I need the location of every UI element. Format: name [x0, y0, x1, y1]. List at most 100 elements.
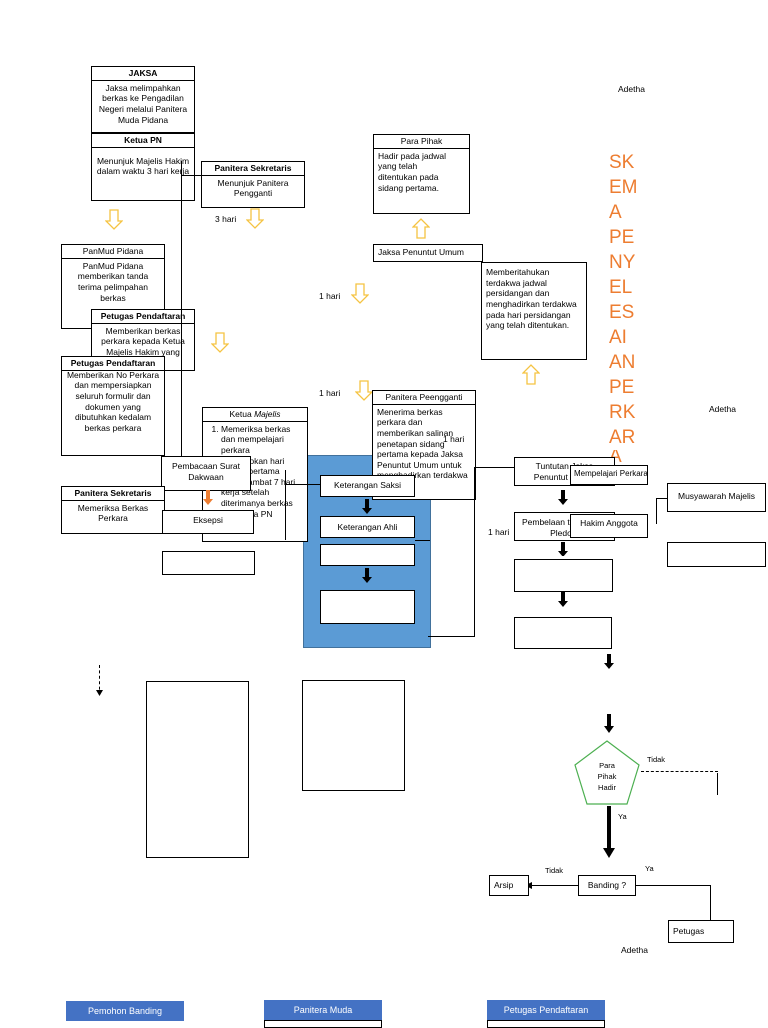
hollow-arrow-icon	[351, 283, 369, 304]
hollow-arrow-icon	[211, 332, 229, 353]
duration-label: 1 hari	[443, 434, 465, 444]
ketua-majelis-item: Memeriksa berkas dan mempelajari perkara	[221, 424, 303, 456]
ketua-majelis-header: Ketua Majelis	[203, 408, 307, 422]
solid-arrow-icon	[604, 654, 614, 669]
title-part: SK	[609, 152, 635, 173]
panitera-sekretaris-text: Menunjuk Panitera Pengganti	[217, 177, 289, 199]
empty-box	[667, 542, 766, 567]
solid-arrow-icon	[362, 568, 372, 583]
para-pihak-header: Para Pihak	[374, 135, 469, 149]
petugas-pendaftaran-box: Petugas Pendaftaran Memberikan No Perkar…	[61, 356, 165, 456]
solid-arrow-icon	[604, 714, 614, 733]
title-part: AN	[609, 352, 636, 373]
title-part: PE	[609, 227, 635, 248]
mempelajari-text: Mempelajari Perkara	[574, 469, 648, 478]
mempelajari-box: Mempelajari Perkara	[570, 465, 648, 485]
title-part: NY	[609, 252, 636, 273]
panmud-header: PanMud Pidana	[62, 245, 164, 259]
connector-line	[181, 161, 182, 456]
hollow-arrow-icon	[355, 380, 373, 401]
title-part: A	[609, 202, 622, 223]
panmud-text: PanMud Pidana memberikan tanda terima pe…	[77, 260, 149, 303]
empty-box	[514, 559, 613, 592]
title-part: ES	[609, 302, 635, 323]
keterangan-saksi-box: Keterangan Saksi	[320, 475, 415, 497]
panitera-pengganti-text: Menerima berkas perkara dan memberikan s…	[377, 406, 468, 481]
empty-box	[320, 544, 415, 566]
no-label: Tidak	[647, 755, 666, 764]
empty-box	[320, 590, 415, 624]
petugas-pendaftaran-header: Petugas Pendaftaran	[92, 310, 194, 324]
keterangan-ahli-box: Keterangan Ahli	[320, 516, 415, 538]
connector-line	[717, 773, 718, 795]
empty-box	[302, 680, 405, 791]
solid-arrow-icon	[558, 592, 568, 607]
panitera-muda-header: Panitera Muda	[264, 1000, 382, 1020]
hakim-anggota-text: Hakim Anggota	[580, 518, 638, 528]
para-pihak-text: Hadir pada jadwal yang telah ditentukan …	[378, 150, 447, 193]
duration-label: 1 hari	[319, 291, 341, 301]
title-part: AR	[609, 427, 636, 448]
panitera-pengganti-header: Panitera Peengganti	[373, 391, 475, 405]
empty-box	[162, 551, 255, 575]
title-part: RK	[609, 402, 636, 423]
petugas-box: Petugas	[668, 920, 734, 943]
panitera-sekretaris-header: Panitera Sekretaris	[202, 162, 304, 176]
jaksa-text: Jaksa melimpahkan berkas ke Pengadilan N…	[98, 82, 188, 125]
duration-label: 3 hari	[215, 214, 237, 224]
diagram-title-vertical: SK EM A PE NY EL ES AI AN PE RK AR A	[609, 150, 649, 464]
connector-line	[99, 665, 100, 695]
title-part: EL	[609, 277, 633, 298]
title-part: PE	[609, 377, 635, 398]
petugas-pendaftaran-header: Petugas Pendaftaran	[487, 1000, 605, 1020]
orange-arrow-icon	[203, 490, 213, 505]
dashed-connector-line	[641, 771, 718, 772]
duration-label: 1 hari	[319, 388, 341, 398]
ketua-majelis-header-pre: Ketua	[229, 409, 255, 419]
no-label: Tidak	[545, 866, 564, 875]
panitera-sekretaris-box: Panitera Sekretaris Menunjuk Panitera Pe…	[201, 161, 305, 208]
pemohon-banding-header: Pemohon Banding	[66, 1001, 184, 1021]
connector-line	[181, 175, 201, 176]
para-pihak-box: Para Pihak Hadir pada jadwal yang telah …	[373, 134, 470, 214]
ketua-pn-box: Ketua PN Menunjuk Majelis Hakim dalam wa…	[91, 133, 195, 201]
jaksa-header: JAKSA	[92, 67, 194, 81]
musyawarah-box: Musyawarah Majelis	[667, 483, 766, 512]
ketua-pn-text: Menunjuk Majelis Hakim dalam waktu 3 har…	[96, 155, 190, 177]
panitera-sekretaris-box: Panitera Sekretaris Memeriksa Berkas Per…	[61, 486, 165, 534]
connector-line	[285, 470, 286, 540]
connector-line	[607, 806, 611, 851]
hollow-arrow-icon	[105, 209, 123, 230]
solid-arrow-icon	[558, 542, 568, 556]
connector-line	[636, 885, 711, 886]
connector-line	[710, 885, 711, 920]
solid-arrow-icon	[603, 848, 615, 858]
solid-arrow-icon	[362, 499, 372, 514]
ketua-pn-header: Ketua PN	[92, 134, 194, 148]
jaksa-penuntut-umum-box: Jaksa Penuntut Umum	[373, 244, 483, 262]
connector-line	[530, 885, 578, 886]
hollow-arrow-icon	[246, 208, 264, 229]
pembacaan-dakwaan-box: Pembacaan Surat Dakwaan	[161, 456, 251, 491]
hakim-anggota-box: Hakim Anggota	[570, 514, 648, 538]
panitera-sekretaris-text: Memeriksa Berkas Perkara	[77, 502, 149, 524]
empty-box	[264, 1020, 382, 1028]
hollow-up-arrow-icon	[522, 364, 540, 385]
connector-line	[415, 540, 430, 541]
petugas-pendaftaran-text: Memberikan No Perkara dan mempersiapkan …	[66, 369, 160, 433]
small-arrow-icon	[96, 690, 103, 696]
banding-box: Banding ?	[578, 875, 636, 896]
connector-line	[656, 498, 657, 524]
empty-box	[487, 1020, 605, 1028]
author-label: Adetha	[621, 945, 648, 955]
title-part: AI	[609, 327, 627, 348]
connector-line	[285, 484, 321, 485]
connector-line	[428, 636, 474, 637]
panitera-sekretaris-header: Panitera Sekretaris	[62, 487, 164, 501]
empty-box	[514, 617, 612, 649]
yes-label: Ya	[618, 812, 627, 821]
title-part: A	[609, 450, 622, 464]
author-label: Adetha	[618, 84, 645, 94]
empty-box	[146, 681, 249, 858]
para-pihak-hadir-label: Para Pihak Hadir	[597, 761, 617, 792]
